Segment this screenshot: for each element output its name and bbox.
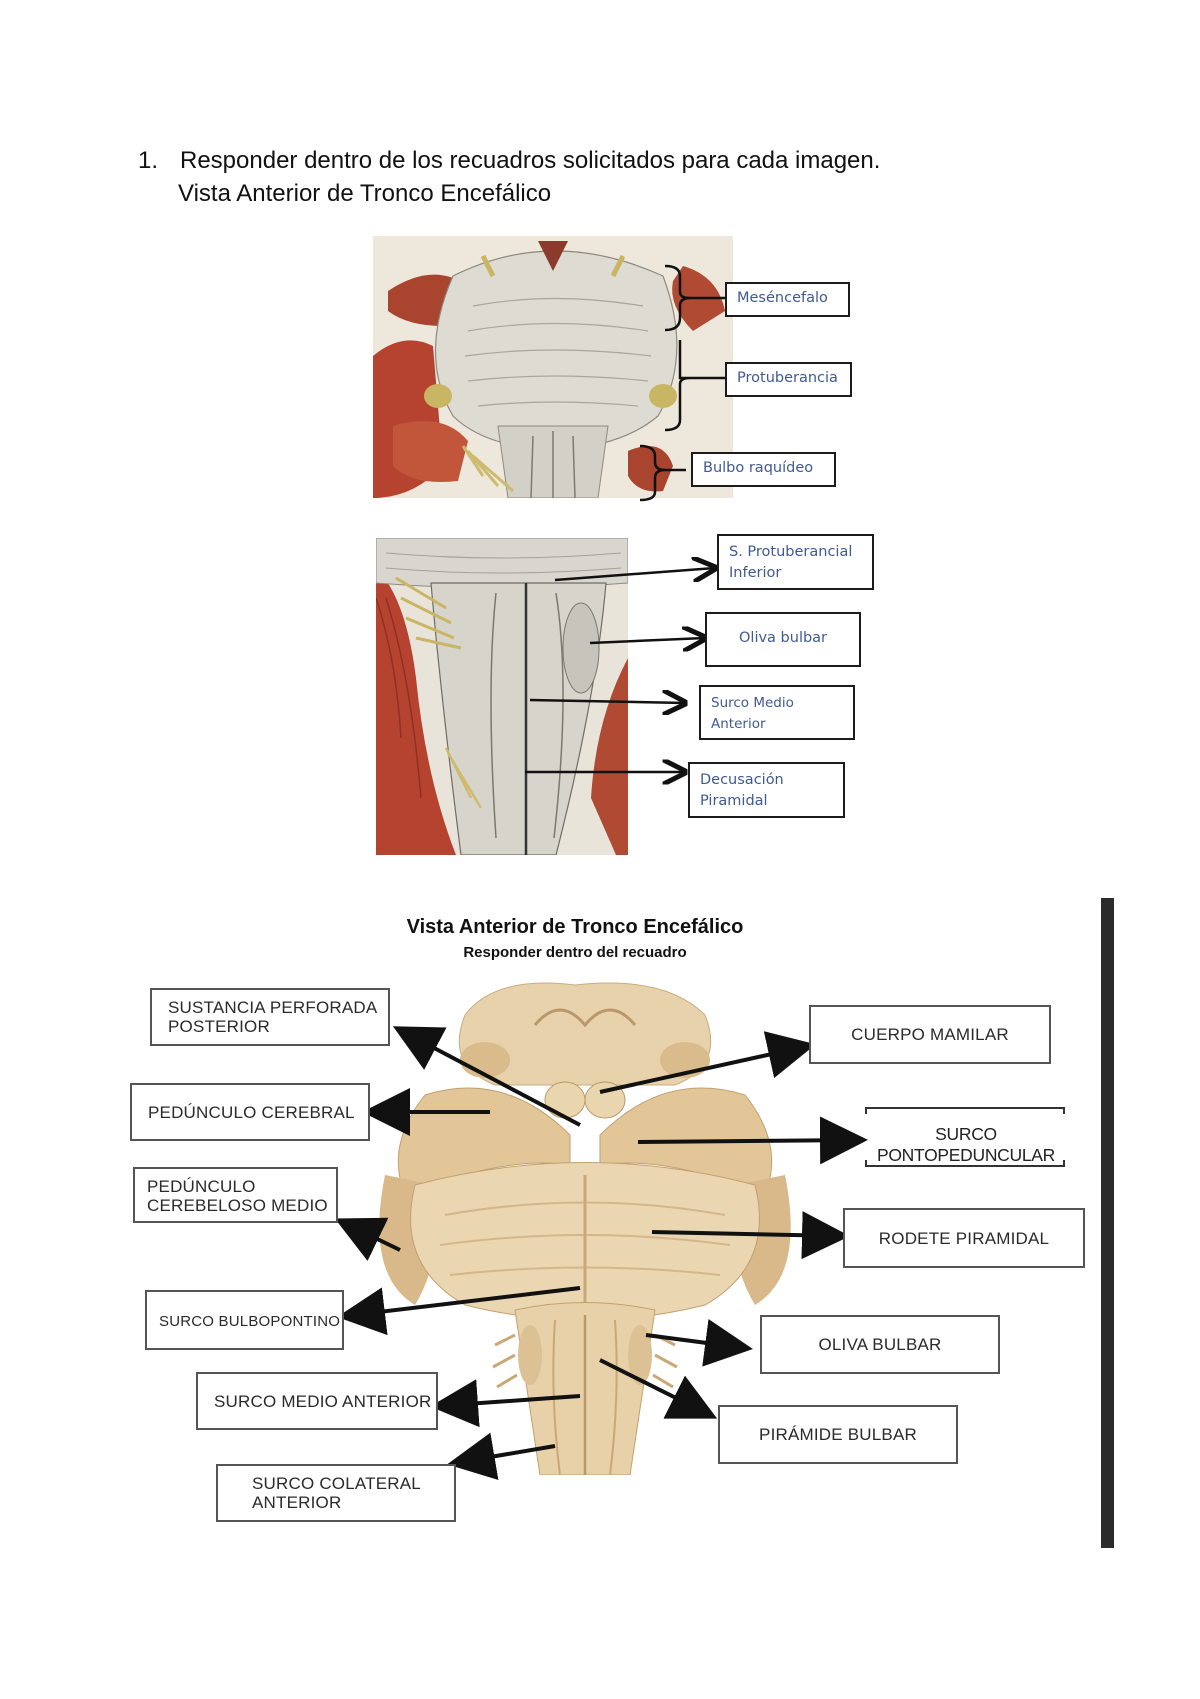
label-surco-pontopeduncular: SURCO PONTOPEDUNCULAR — [877, 1124, 1055, 1165]
label-piramide-bulbar: PIRÁMIDE BULBAR — [718, 1405, 958, 1464]
label-pedunculo-cerebral: PEDÚNCULO CEREBRAL — [130, 1083, 370, 1141]
label-line: ANTERIOR — [252, 1493, 342, 1512]
brainstem-illustration — [375, 975, 795, 1475]
label-line: SURCO COLATERAL — [252, 1474, 421, 1493]
label-surco-medio-anterior-3: SURCO MEDIO ANTERIOR — [196, 1372, 438, 1430]
label-oliva-bulbar: Oliva bulbar — [705, 612, 861, 667]
label-oliva-bulbar-3: OLIVA BULBAR — [760, 1315, 1000, 1374]
label-line: SURCO BULBOPONTINO — [159, 1313, 341, 1330]
label-line: SUSTANCIA PERFORADA — [168, 998, 378, 1017]
label-line: PEDÚNCULO — [147, 1177, 256, 1196]
label-line: SURCO MEDIO ANTERIOR — [214, 1392, 432, 1411]
label-rodete-piramidal: RODETE PIRAMIDAL — [843, 1208, 1085, 1268]
label-surco-colateral-anterior: SURCO COLATERAL ANTERIOR — [216, 1464, 456, 1522]
brainstem-engraving-upper — [373, 236, 733, 498]
label-decusacion-piramidal: Decusación Piramidal — [688, 762, 845, 818]
label-cuerpo-mamilar: CUERPO MAMILAR — [809, 1005, 1051, 1064]
label-surco-bulbopontino: SURCO BULBOPONTINO — [145, 1290, 344, 1350]
label-line: S. Protuberancial — [729, 544, 853, 560]
question-subtitle: Vista Anterior de Tronco Encefálico — [178, 180, 552, 207]
page-edge-bar — [1101, 898, 1114, 1548]
label-line: PEDÚNCULO CEREBRAL — [148, 1103, 355, 1122]
label-line: Surco Medio — [711, 695, 794, 711]
question-number: 1. — [138, 147, 159, 174]
question-text: Responder dentro de los recuadros solici… — [180, 147, 881, 174]
label-line: CEREBELOSO MEDIO — [147, 1196, 328, 1215]
label-line: Decusación — [700, 772, 784, 788]
medulla-engraving — [376, 538, 628, 855]
label-pedunculo-cerebeloso-medio: PEDÚNCULO CEREBELOSO MEDIO — [133, 1167, 338, 1223]
label-line: Anterior — [711, 716, 766, 732]
label-protuberancia: Protuberancia — [725, 362, 852, 397]
label-line: Oliva bulbar — [739, 630, 828, 646]
label-line: Piramidal — [700, 793, 768, 809]
label-bulbo-raquideo: Bulbo raquídeo — [691, 452, 836, 487]
label-line: POSTERIOR — [168, 1017, 270, 1036]
label-mesencefalo: Meséncefalo — [725, 282, 850, 317]
label-surco-medio-anterior: Surco Medio Anterior — [699, 685, 855, 740]
label-s-protuberancial-inferior: S. Protuberancial Inferior — [717, 534, 874, 590]
figure3-title: Vista Anterior de Tronco Encefálico — [406, 916, 744, 938]
label-line: Inferior — [729, 565, 782, 581]
label-sustancia-perforada-posterior: SUSTANCIA PERFORADA POSTERIOR — [150, 988, 390, 1046]
figure3-subtitle: Responder dentro del recuadro — [463, 944, 687, 961]
